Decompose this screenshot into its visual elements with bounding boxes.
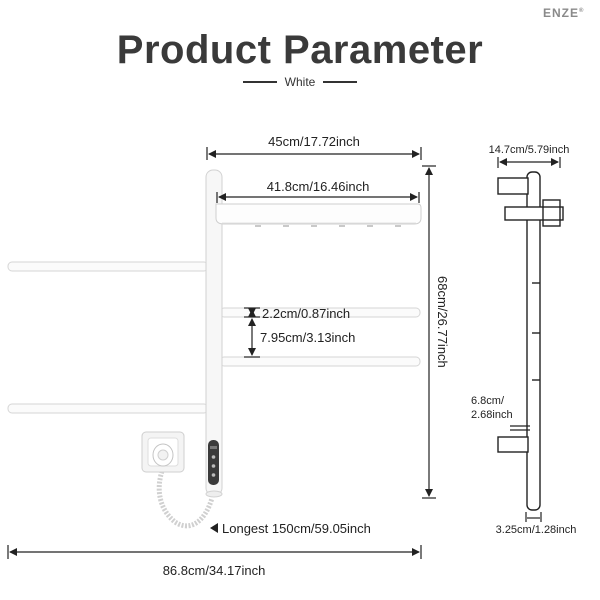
label-side-spacing: 6.8cm/ 2.68inch — [471, 395, 513, 421]
top-shelf — [215, 203, 422, 225]
label-side-spacing-line2: 2.68inch — [471, 409, 513, 421]
label-side-spacing-line1: 6.8cm/ — [471, 395, 505, 407]
subtitle-dash-right — [323, 81, 358, 83]
label-bar-spacing: 7.95cm/3.13inch — [260, 330, 355, 345]
control-button-2 — [211, 464, 216, 468]
post-cap — [205, 490, 223, 498]
page-title: Product Parameter — [116, 28, 484, 72]
towel-rack-front-view — [7, 169, 422, 529]
side-post — [526, 171, 541, 511]
left-lower-bar — [7, 403, 209, 414]
subtitle-dash-left — [242, 81, 277, 83]
dimension-lines — [7, 147, 436, 559]
side-shelf-block — [504, 206, 564, 221]
right-lower-bar — [219, 356, 421, 367]
label-total-height: 68cm/26.77inch — [435, 276, 450, 368]
brand-logo: ENZE® — [543, 6, 585, 20]
towel-rack-side-view — [497, 171, 564, 511]
control-panel — [208, 440, 219, 485]
cord-pointer-arrow — [210, 523, 218, 533]
label-cord-length: Longest 150cm/59.05inch — [222, 521, 371, 536]
subtitle-row: White — [0, 75, 600, 89]
power-cord — [156, 467, 215, 529]
label-shelf-width: 41.8cm/16.46inch — [267, 179, 370, 194]
label-side-depth: 14.7cm/5.79inch — [489, 144, 570, 156]
control-button-3 — [211, 473, 216, 477]
control-button-1 — [211, 455, 216, 459]
label-bar-gap: 2.2cm/0.87inch — [262, 306, 350, 321]
label-post-diameter: 3.25cm/1.28inch — [496, 524, 577, 536]
left-upper-bar — [7, 261, 209, 272]
label-width-top: 45cm/17.72inch — [268, 134, 360, 149]
side-bottom-bracket — [497, 436, 529, 453]
side-top-bracket — [497, 177, 529, 195]
color-subtitle: White — [284, 75, 316, 89]
label-total-span: 86.8cm/34.17inch — [163, 563, 266, 578]
side-dimension-lines — [497, 157, 561, 522]
shelf-slots — [255, 225, 401, 227]
